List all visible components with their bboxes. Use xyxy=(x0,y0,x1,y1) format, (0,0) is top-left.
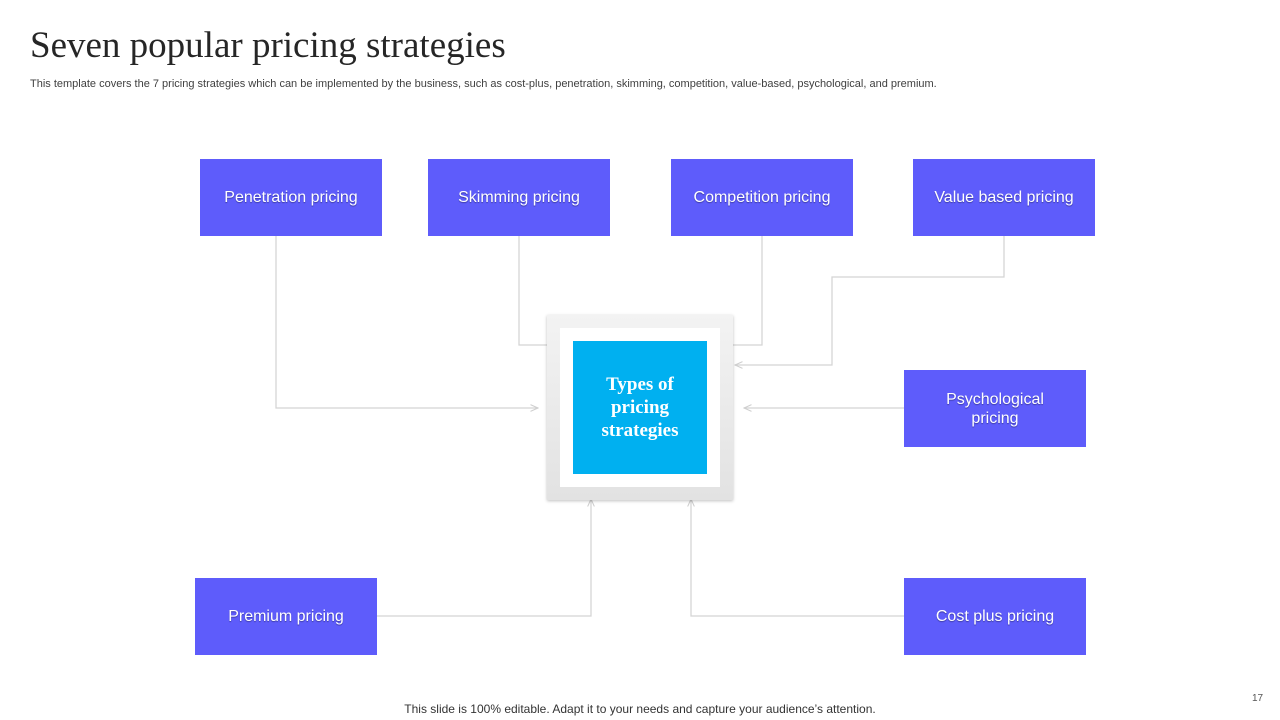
strategy-box-penetration: Penetration pricing xyxy=(200,159,382,236)
strategy-box-psychological: Psychological pricing xyxy=(904,370,1086,447)
slide-subtitle: This template covers the 7 pricing strat… xyxy=(30,78,937,90)
strategy-box-value-based: Value based pricing xyxy=(913,159,1095,236)
center-node: Types of pricing strategies xyxy=(573,341,707,474)
center-inner-border: Types of pricing strategies xyxy=(560,328,720,487)
strategy-label-psychological: Psychological pricing xyxy=(946,390,1044,427)
strategy-box-skimming: Skimming pricing xyxy=(428,159,610,236)
connector-penetration xyxy=(275,236,538,408)
strategy-label-penetration: Penetration pricing xyxy=(224,189,358,206)
slide-title: Seven popular pricing strategies xyxy=(30,25,506,66)
strategy-label-value-based: Value based pricing xyxy=(934,189,1074,206)
strategy-box-premium: Premium pricing xyxy=(195,578,377,655)
center-frame: Types of pricing strategies xyxy=(547,315,733,500)
strategy-label-competition: Competition pricing xyxy=(693,189,831,206)
strategy-label-skimming: Skimming pricing xyxy=(458,189,580,206)
page-number: 17 xyxy=(1252,693,1264,704)
slide-footer: This slide is 100% editable. Adapt it to… xyxy=(404,702,876,716)
connector-cost-plus xyxy=(691,499,904,617)
strategy-box-cost-plus: Cost plus pricing xyxy=(904,578,1086,655)
connector-premium xyxy=(377,499,591,617)
center-node-label: Types of pricing strategies xyxy=(601,374,679,441)
strategy-label-premium: Premium pricing xyxy=(228,608,344,625)
strategy-label-cost-plus: Cost plus pricing xyxy=(935,608,1055,625)
strategy-box-competition: Competition pricing xyxy=(671,159,853,236)
connector-value-based xyxy=(735,236,1005,365)
